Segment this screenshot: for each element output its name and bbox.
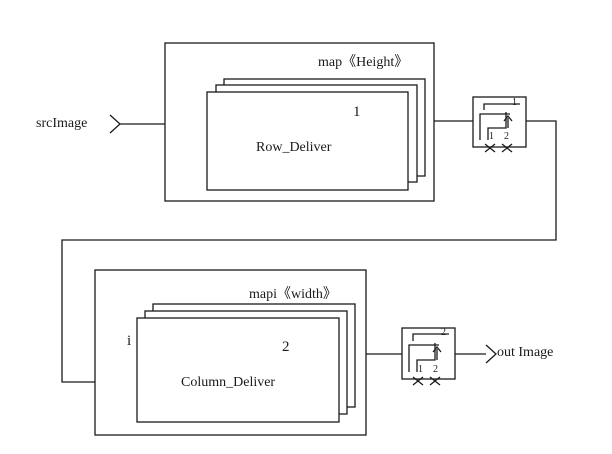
bottom-map-label: mapi《width》	[249, 287, 337, 302]
top-row-deliver-block	[206, 91, 409, 191]
bottom-switch-port-in2: 2	[433, 364, 438, 375]
row-deliver-label: Row_Deliver	[256, 140, 332, 155]
bottom-map-container	[94, 269, 367, 436]
out-image-label: out Image	[497, 345, 554, 360]
top-map-label: map《Height》	[318, 55, 409, 70]
bottom-column-deliver-block	[136, 317, 340, 423]
loop-index-label: i	[127, 333, 132, 349]
column-deliver-label: Column_Deliver	[181, 375, 276, 390]
src-image-label: srcImage	[36, 116, 88, 131]
bottom-block-number: 2	[282, 339, 290, 355]
src-input-arrow	[109, 114, 121, 134]
top-switch-port-in2: 2	[504, 131, 509, 142]
bottom-switch-port-in1: 1	[418, 364, 423, 375]
top-block-number: 1	[353, 104, 361, 120]
loop-connector	[61, 120, 557, 383]
top-switch-port-in1: 1	[489, 131, 494, 142]
top-switch	[472, 96, 527, 153]
top-switch-port-out: 1	[512, 97, 517, 108]
top-map-container	[164, 42, 435, 202]
bottom-switch	[401, 327, 456, 386]
out-output-arrow	[485, 344, 497, 364]
bottom-switch-port-out: 2	[441, 327, 446, 338]
